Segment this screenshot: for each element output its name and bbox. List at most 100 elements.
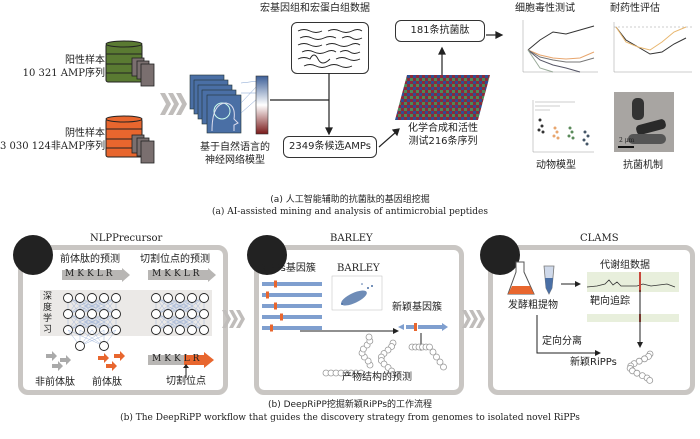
seq-arrow-2 xyxy=(148,268,216,282)
extract-to-metabolome-arrow xyxy=(561,281,581,287)
animal-model-scatter xyxy=(532,100,594,153)
gene-cluster-row xyxy=(262,315,322,319)
chevron-arrows-icon xyxy=(222,310,245,328)
residue-bead xyxy=(364,357,372,365)
cluster-to-novel-arrow xyxy=(300,328,399,334)
neuron-node xyxy=(175,325,185,335)
neuron-node xyxy=(87,309,97,319)
residue-bead xyxy=(365,333,373,341)
sequence-2: MKKLR xyxy=(152,269,203,279)
cytotoxicity-label: 细胞毒性测试 xyxy=(515,3,575,14)
flask-icon xyxy=(507,261,555,295)
precursor-prediction-label: 前体肽的预测 xyxy=(60,254,120,265)
caption-a-cn: (a) 人工智能辅助的抗菌肽的基因组挖掘 xyxy=(270,195,430,205)
neuron-node xyxy=(99,309,109,319)
tracking-arrow xyxy=(637,290,643,348)
structure-prediction-label: 产物结构的预测 xyxy=(342,372,412,383)
output-node xyxy=(99,341,109,351)
database-positive-icon xyxy=(105,40,155,87)
neuron-node xyxy=(63,293,73,303)
cleavage-prediction-label: 切割位点的预测 xyxy=(140,254,210,265)
chevron-arrows-icon xyxy=(160,93,187,115)
synthesis-label-1: 化学合成和活性 xyxy=(408,123,478,134)
gene-cluster-row xyxy=(262,293,322,297)
cleavage-site-label: 切割位点 xyxy=(166,376,206,387)
core-gene-marker xyxy=(266,291,269,299)
neuron-node xyxy=(111,293,121,303)
negative-sample-count: 3 030 124非AMP序列 xyxy=(0,141,106,152)
sequence-lines-icon xyxy=(297,29,363,68)
model-label-1: 基于自然语言的 xyxy=(200,142,270,153)
neuron-node xyxy=(187,325,197,335)
neural-network-layers-2 xyxy=(151,293,209,335)
neuron-node xyxy=(163,325,173,335)
mechanism-label: 抗菌机制 xyxy=(623,160,663,171)
candidate-amps-box: 2349条候选AMPs xyxy=(283,136,377,158)
seq-arrow-1 xyxy=(62,268,130,282)
barley-wheat-icon xyxy=(247,235,287,275)
cleavage-sequence: MKKLR xyxy=(152,354,203,364)
antimicrobial-peptides-result-box: 181条抗菌肽 xyxy=(395,20,485,42)
synthesis-label-2: 测试216条序列 xyxy=(408,136,478,147)
neuron-node xyxy=(87,293,97,303)
residue-bead xyxy=(426,343,433,351)
barley-title: BARLEY xyxy=(330,233,373,244)
synthesis-heatmap xyxy=(395,75,490,120)
model-label-2: 神经网络模型 xyxy=(205,155,265,166)
cleavage-pointer-arrow xyxy=(183,364,189,378)
deep-learning-label: 深度学习 xyxy=(43,292,53,335)
product-structures xyxy=(322,333,447,378)
positive-sample-count: 10 321 AMP序列 xyxy=(22,68,105,79)
metagenome-data-box xyxy=(291,22,369,74)
neuron-node xyxy=(151,325,161,335)
precursor-output-arrows xyxy=(46,351,125,371)
neuron-node xyxy=(163,293,173,303)
neuron-node xyxy=(111,309,121,319)
neural-network-layers-1 xyxy=(63,293,121,351)
barley-panel xyxy=(254,245,464,395)
neuron-node xyxy=(75,309,85,319)
residue-bead xyxy=(646,377,654,384)
metagenome-label: 宏基因组和宏蛋白组数据 xyxy=(260,3,370,14)
neuron-node xyxy=(199,293,209,303)
isolation-arrow xyxy=(536,315,601,356)
nlpprecursor-title: NLPPrecursor xyxy=(90,233,163,244)
neuron-node xyxy=(199,325,209,335)
non-precursor-label: 非前体肽 xyxy=(35,377,75,388)
tem-micrograph-image: 2 μm xyxy=(614,92,674,152)
core-gene-marker xyxy=(270,324,273,332)
gene-cluster-row xyxy=(262,326,322,330)
gene-cluster-row xyxy=(262,304,322,308)
sequence-1: MKKLR xyxy=(65,269,116,279)
neural-network-model-icon xyxy=(189,74,269,135)
neuron-node xyxy=(99,293,109,303)
novel-cluster-label: 新颖基因簇 xyxy=(392,302,442,313)
novel-ripp-structure xyxy=(626,350,654,384)
metabolome-label: 代谢组数据 xyxy=(600,260,650,271)
novel-ripps-label: 新颖RiPPs xyxy=(570,357,617,368)
neuron-node xyxy=(163,309,173,319)
negative-sample-label: 阴性样本 xyxy=(65,128,105,139)
barley-plot-label: BARLEY xyxy=(337,263,380,274)
novel-gene-cluster xyxy=(398,323,448,331)
nlpprecursor-icon xyxy=(13,235,53,275)
clams-title: CLAMS xyxy=(580,233,619,244)
animal-model-label: 动物模型 xyxy=(536,160,576,171)
precursor-label: 前体肽 xyxy=(92,377,122,388)
residue-bead xyxy=(440,363,447,371)
ripps-clusters-label: RiPPs基因簇 xyxy=(259,263,316,274)
neuron-node xyxy=(75,293,85,303)
tracking-label: 靶向追踪 xyxy=(590,296,630,307)
core-gene-marker xyxy=(280,313,283,321)
metabolome-spectrum xyxy=(586,272,679,292)
extract-label: 发酵粗提物 xyxy=(508,300,558,311)
neuron-node xyxy=(63,309,73,319)
residue-bead xyxy=(389,371,397,378)
residue-bead xyxy=(633,369,641,377)
neuron-node xyxy=(199,309,209,319)
ripps-gene-clusters xyxy=(262,280,322,332)
gene-cluster-row xyxy=(262,282,322,286)
positive-sample-label: 阳性样本 xyxy=(65,55,105,66)
clams-shell-icon xyxy=(480,235,520,275)
caption-a-en: (a) AI-assisted mining and analysis of a… xyxy=(211,207,488,217)
